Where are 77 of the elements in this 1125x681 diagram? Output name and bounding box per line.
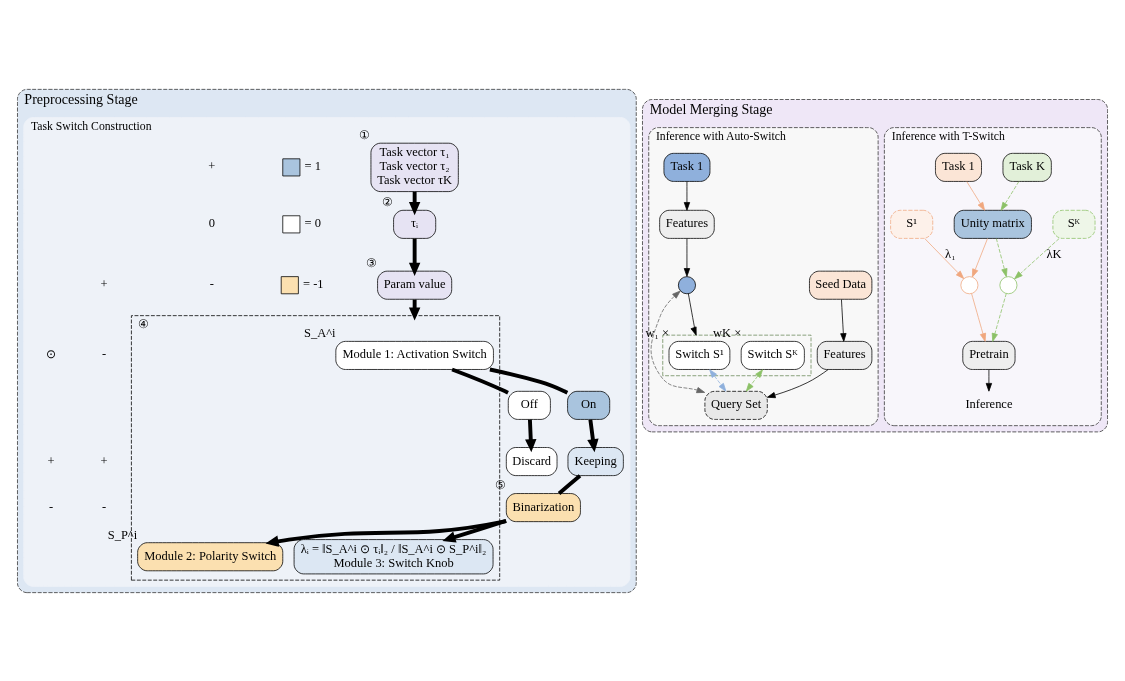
- node-box: Seed Data: [809, 270, 873, 300]
- connector: [451, 367, 509, 394]
- node-label: ①: [359, 127, 371, 142]
- arrow: [408, 238, 421, 276]
- arrow: [966, 180, 985, 211]
- legend-label: = -1: [303, 276, 324, 291]
- node-label: S_P^i: [107, 527, 138, 542]
- edge-label: λK: [1046, 246, 1062, 261]
- node-label: w₁ ×: [645, 325, 670, 340]
- label: -: [102, 346, 107, 361]
- node-text: Inference: [965, 396, 1013, 411]
- arrow: [995, 237, 1008, 277]
- node-circle: [999, 275, 1018, 294]
- label: -: [102, 499, 107, 514]
- node-box: Task 1: [663, 152, 711, 182]
- node-box: Task 1: [935, 152, 982, 182]
- arrow: [924, 237, 965, 279]
- arrow: [683, 237, 691, 277]
- node-box: Keeping: [567, 446, 624, 476]
- arrow: [1014, 237, 1060, 279]
- arrow: [1000, 180, 1020, 211]
- node-box: Sᴷ: [1052, 209, 1096, 239]
- arrow: [971, 237, 988, 277]
- connector: [557, 473, 582, 495]
- node-label: ⑤: [494, 477, 506, 492]
- connector: [489, 367, 569, 394]
- label: +: [208, 158, 216, 173]
- node-label: ④: [138, 317, 150, 331]
- arrow: [971, 292, 986, 342]
- edge-label: λ₁: [945, 246, 956, 261]
- arrow: [745, 368, 763, 392]
- node-label: ②: [381, 194, 393, 209]
- node-box: On: [567, 390, 611, 420]
- node-box: Query Set: [704, 390, 768, 420]
- arrow: [709, 368, 727, 392]
- node-circle: [960, 275, 979, 294]
- node-label: ③: [365, 255, 377, 270]
- node-box: Module 1: Activation Switch: [335, 340, 494, 370]
- node-box: τᵢ: [393, 209, 437, 239]
- node-box: Module 2: Polarity Switch: [137, 541, 284, 571]
- node-box: Discard: [505, 446, 558, 476]
- arrow: [840, 298, 847, 342]
- arrow: [265, 518, 507, 547]
- node-circle: [678, 275, 696, 294]
- arrow: [525, 419, 537, 452]
- arrow: [985, 368, 993, 392]
- arrow: [683, 180, 691, 211]
- node-box: Pretrain: [962, 340, 1016, 370]
- node-box: λᵢ = ‖S_A^i ⊙ τᵢ‖₂ / ‖S_A^i ⊙ S_P^i‖₂ Module 3: Switch Knob: [293, 538, 494, 574]
- arrow: [587, 418, 599, 452]
- label: +: [100, 453, 108, 468]
- node-box: Binarization: [505, 492, 581, 522]
- node-box: Task K: [1002, 152, 1052, 182]
- node-box: Features: [816, 340, 873, 370]
- node-label: wK ×: [713, 325, 742, 340]
- legend-label: = 0: [304, 215, 322, 230]
- arrow: [442, 518, 507, 542]
- label: +: [100, 276, 108, 291]
- node-box: Features: [659, 209, 715, 239]
- label: -: [209, 276, 214, 291]
- arrow: [650, 290, 706, 393]
- node-box: Param value: [377, 270, 453, 300]
- label: +: [47, 453, 55, 468]
- node-box: Switch Sᴷ: [740, 340, 805, 370]
- node-label: S_A^i: [304, 325, 336, 340]
- arrow: [688, 292, 697, 336]
- node-box: Off: [507, 390, 551, 420]
- arrow: [991, 292, 1007, 342]
- label: 0: [208, 215, 215, 230]
- legend-label: = 1: [304, 158, 322, 173]
- node-box: Switch S¹: [668, 340, 731, 370]
- arrow: [766, 368, 829, 398]
- node-box: Unity matrix: [953, 209, 1032, 239]
- node-box: Task vector τ₁ Task vector τ₂ Task vector τK: [370, 142, 459, 192]
- node-box: S¹: [890, 209, 934, 239]
- label: -: [48, 499, 54, 514]
- label: ⊙: [46, 346, 57, 361]
